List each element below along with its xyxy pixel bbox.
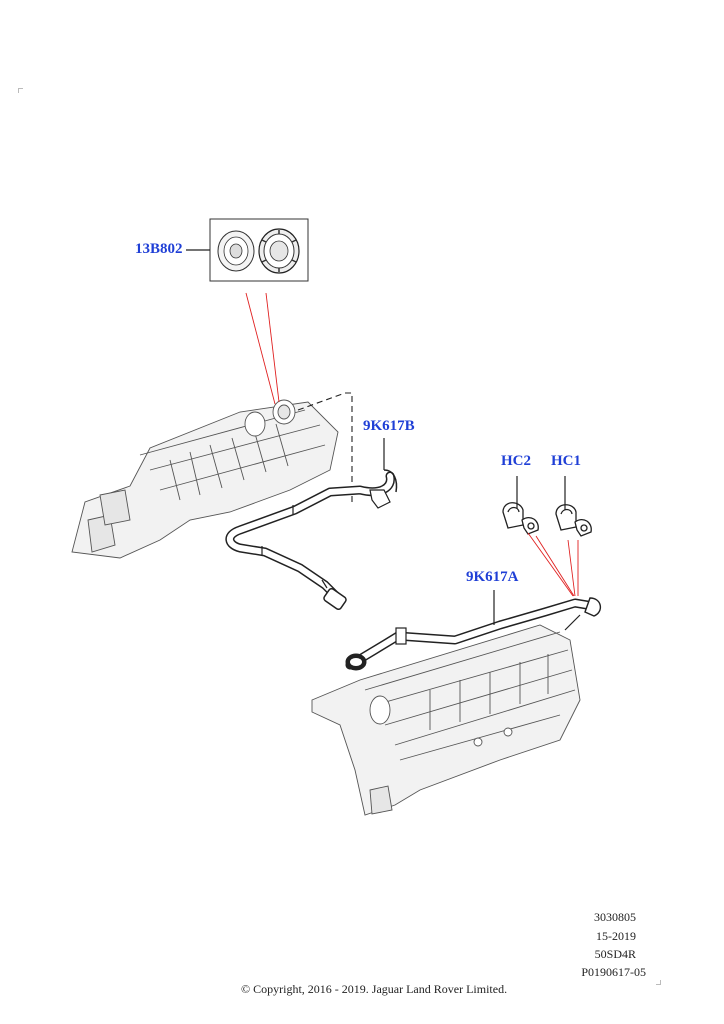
- crop-mark-top-left: [18, 88, 23, 93]
- dashed-position-guide: [297, 392, 353, 506]
- breather-hose-9k617a: [345, 597, 601, 671]
- meta-code-2: 15-2019: [596, 929, 636, 943]
- red-leader-lines: [245, 292, 579, 597]
- callout-hc2[interactable]: HC2: [501, 453, 531, 469]
- callout-13b802[interactable]: 13B802: [135, 241, 183, 257]
- callout-hc1[interactable]: HC1: [551, 453, 581, 469]
- callout-9k617a[interactable]: 9K617A: [466, 569, 519, 585]
- crop-mark-bottom-right: [656, 980, 661, 985]
- lower-cam-cover: [311, 624, 581, 816]
- callout-9k617b[interactable]: 9K617B: [363, 418, 415, 434]
- meta-code-3: 50SD4R: [594, 947, 636, 961]
- meta-code-4: P0190617-05: [581, 965, 646, 979]
- clip-hc1-icon: [555, 504, 592, 537]
- breather-hose-9k617b: [225, 469, 398, 611]
- copyright-notice: © Copyright, 2016 - 2019. Jaguar Land Ro…: [241, 982, 508, 996]
- seal-inset-box: [209, 218, 309, 282]
- seal-cap-icon: [258, 228, 300, 274]
- seal-flat-icon: [217, 230, 255, 272]
- meta-code-1: 3030805: [594, 910, 636, 924]
- clip-hc2-icon: [502, 502, 539, 535]
- upper-cam-cover: [71, 399, 339, 559]
- black-leader-lines: [186, 249, 566, 625]
